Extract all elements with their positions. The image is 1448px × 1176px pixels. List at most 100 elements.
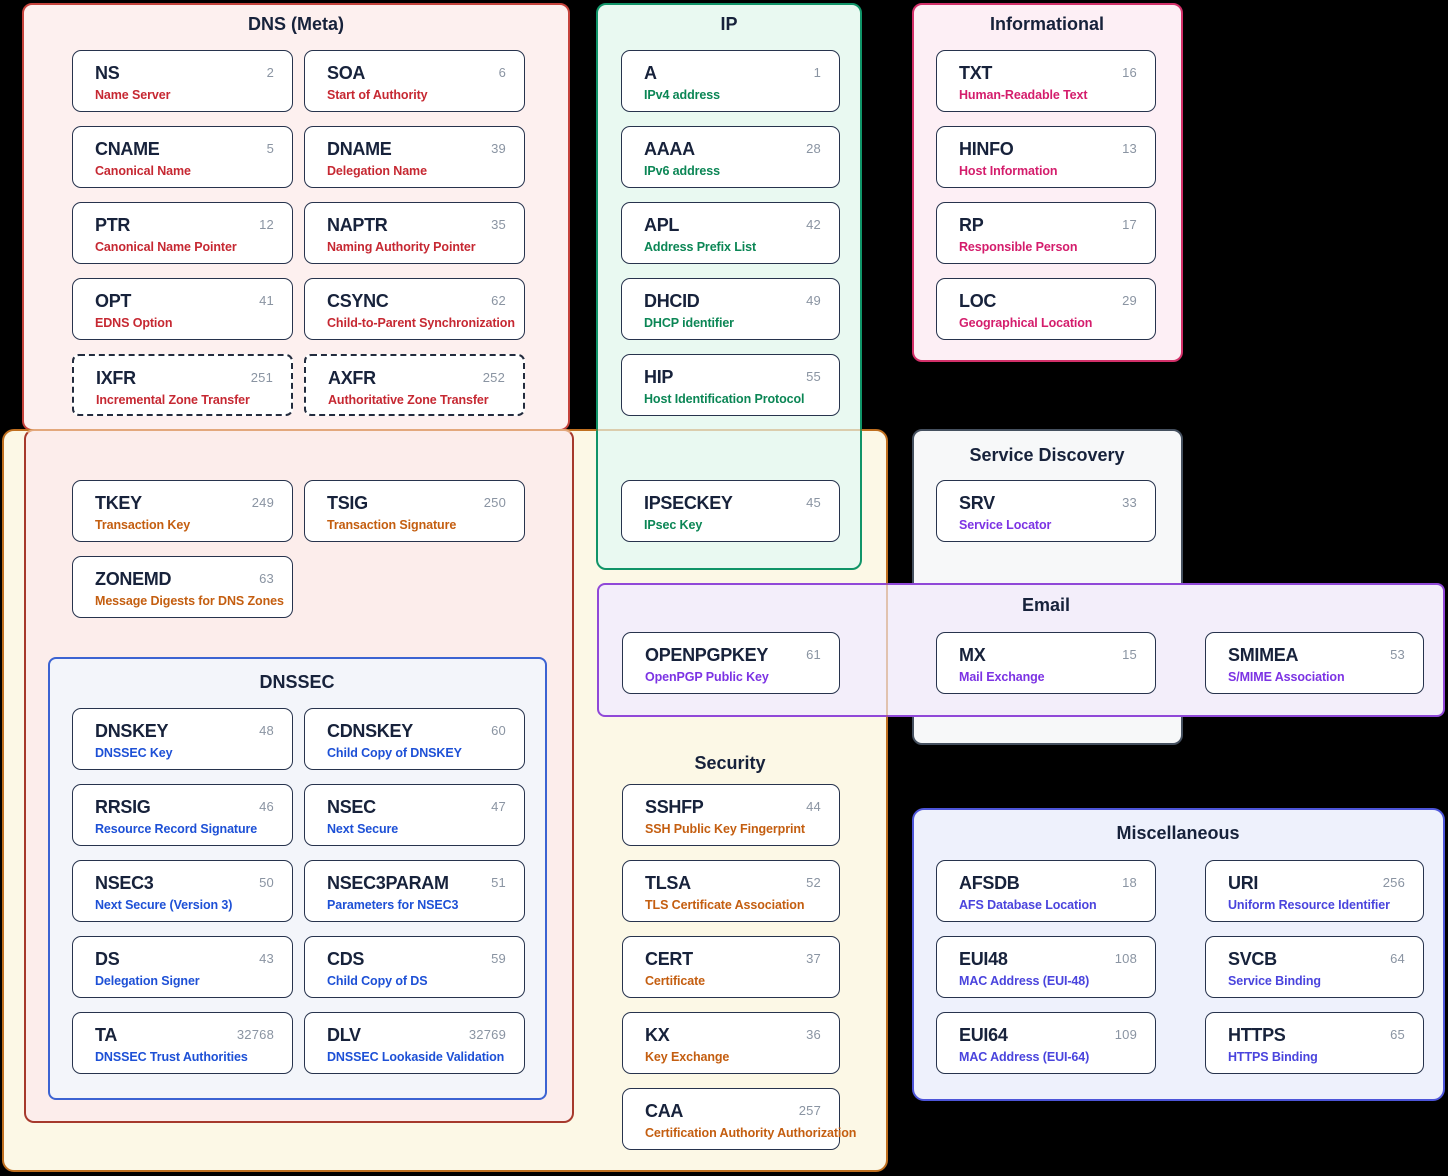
record-type-description: Canonical Name <box>95 164 191 178</box>
record-type-number: 39 <box>491 141 506 156</box>
record-type-number: 63 <box>259 571 274 586</box>
record-type-description: Transaction Signature <box>327 518 457 532</box>
record-type-abbr: CERT <box>645 949 693 969</box>
record-type-description: Certificate <box>645 974 706 988</box>
record-type-abbr: OPT <box>95 291 132 311</box>
record-type-number: 250 <box>483 495 506 510</box>
record-type-abbr: DNAME <box>327 139 392 159</box>
record-type-abbr: CAA <box>645 1101 684 1121</box>
record-type-number: 252 <box>482 370 505 385</box>
record-type-number: 13 <box>1122 141 1137 156</box>
record-type-abbr: AFSDB <box>959 873 1020 893</box>
record-type-abbr: SMIMEA <box>1228 645 1299 665</box>
record-type-number: 18 <box>1122 875 1137 890</box>
record-type-abbr: TLSA <box>645 873 691 893</box>
record-type-abbr: TA <box>95 1025 118 1045</box>
record-type-number: 64 <box>1390 951 1405 966</box>
record-type-abbr: DS <box>95 949 120 969</box>
record-type-description: Mail Exchange <box>959 670 1045 684</box>
record-type-description: Transaction Key <box>95 518 191 532</box>
record-type-description: Service Locator <box>959 518 1052 532</box>
record-type-abbr: SRV <box>959 493 995 513</box>
record-type-abbr: EUI48 <box>959 949 1008 969</box>
record-type-description: Address Prefix List <box>644 240 757 254</box>
record-type-number: 6 <box>498 65 506 80</box>
record-type-description: DNSSEC Lookaside Validation <box>327 1050 505 1064</box>
record-type-abbr: ZONEMD <box>95 569 172 589</box>
record-type-abbr: CSYNC <box>327 291 389 311</box>
record-type-abbr: HTTPS <box>1228 1025 1286 1045</box>
record-type-number: 37 <box>806 951 821 966</box>
record-type-number: 46 <box>259 799 274 814</box>
record-type-number: 53 <box>1390 647 1405 662</box>
record-type-abbr: HINFO <box>959 139 1014 159</box>
record-type-number: 65 <box>1390 1027 1405 1042</box>
record-type-abbr: APL <box>644 215 680 235</box>
record-type-description: IPv6 address <box>644 164 720 178</box>
record-type-abbr: AAAA <box>644 139 695 159</box>
panel-title-service-discovery: Service Discovery <box>969 445 1125 465</box>
panel-title-security: Security <box>694 753 766 773</box>
record-type-description: TLS Certificate Association <box>645 898 805 912</box>
record-type-description: Host Information <box>959 164 1058 178</box>
record-type-description: MAC Address (EUI-64) <box>959 1050 1090 1064</box>
record-type-description: Message Digests for DNS Zones <box>95 594 284 608</box>
record-type-abbr: OPENPGPKEY <box>645 645 769 665</box>
record-type-number: 15 <box>1122 647 1137 662</box>
record-type-abbr: CDS <box>327 949 365 969</box>
record-type-abbr: CDNSKEY <box>327 721 413 741</box>
record-type-number: 28 <box>806 141 821 156</box>
record-type-number: 5 <box>266 141 274 156</box>
record-type-abbr: IXFR <box>96 368 136 388</box>
record-type-number: 32768 <box>236 1027 274 1042</box>
record-type-description: Name Server <box>95 88 171 102</box>
record-type-abbr: AXFR <box>328 368 376 388</box>
record-type-description: Naming Authority Pointer <box>327 240 476 254</box>
record-type-number: 43 <box>259 951 274 966</box>
record-type-number: 60 <box>491 723 506 738</box>
record-type-abbr: TXT <box>959 63 993 83</box>
record-type-abbr: NS <box>95 63 120 83</box>
record-type-abbr: NAPTR <box>327 215 388 235</box>
record-type-description: AFS Database Location <box>959 898 1097 912</box>
record-type-description: Delegation Signer <box>95 974 200 988</box>
record-type-abbr: LOC <box>959 291 997 311</box>
record-type-description: Next Secure (Version 3) <box>95 898 233 912</box>
record-type-description: Service Binding <box>1228 974 1321 988</box>
record-type-abbr: NSEC3PARAM <box>327 873 449 893</box>
record-type-number: 2 <box>266 65 274 80</box>
record-type-abbr: RRSIG <box>95 797 151 817</box>
record-type-description: SSH Public Key Fingerprint <box>645 822 805 836</box>
record-type-number: 61 <box>806 647 821 662</box>
record-type-description: Key Exchange <box>645 1050 730 1064</box>
record-type-number: 1 <box>813 65 821 80</box>
record-type-description: Child Copy of DNSKEY <box>327 746 462 760</box>
